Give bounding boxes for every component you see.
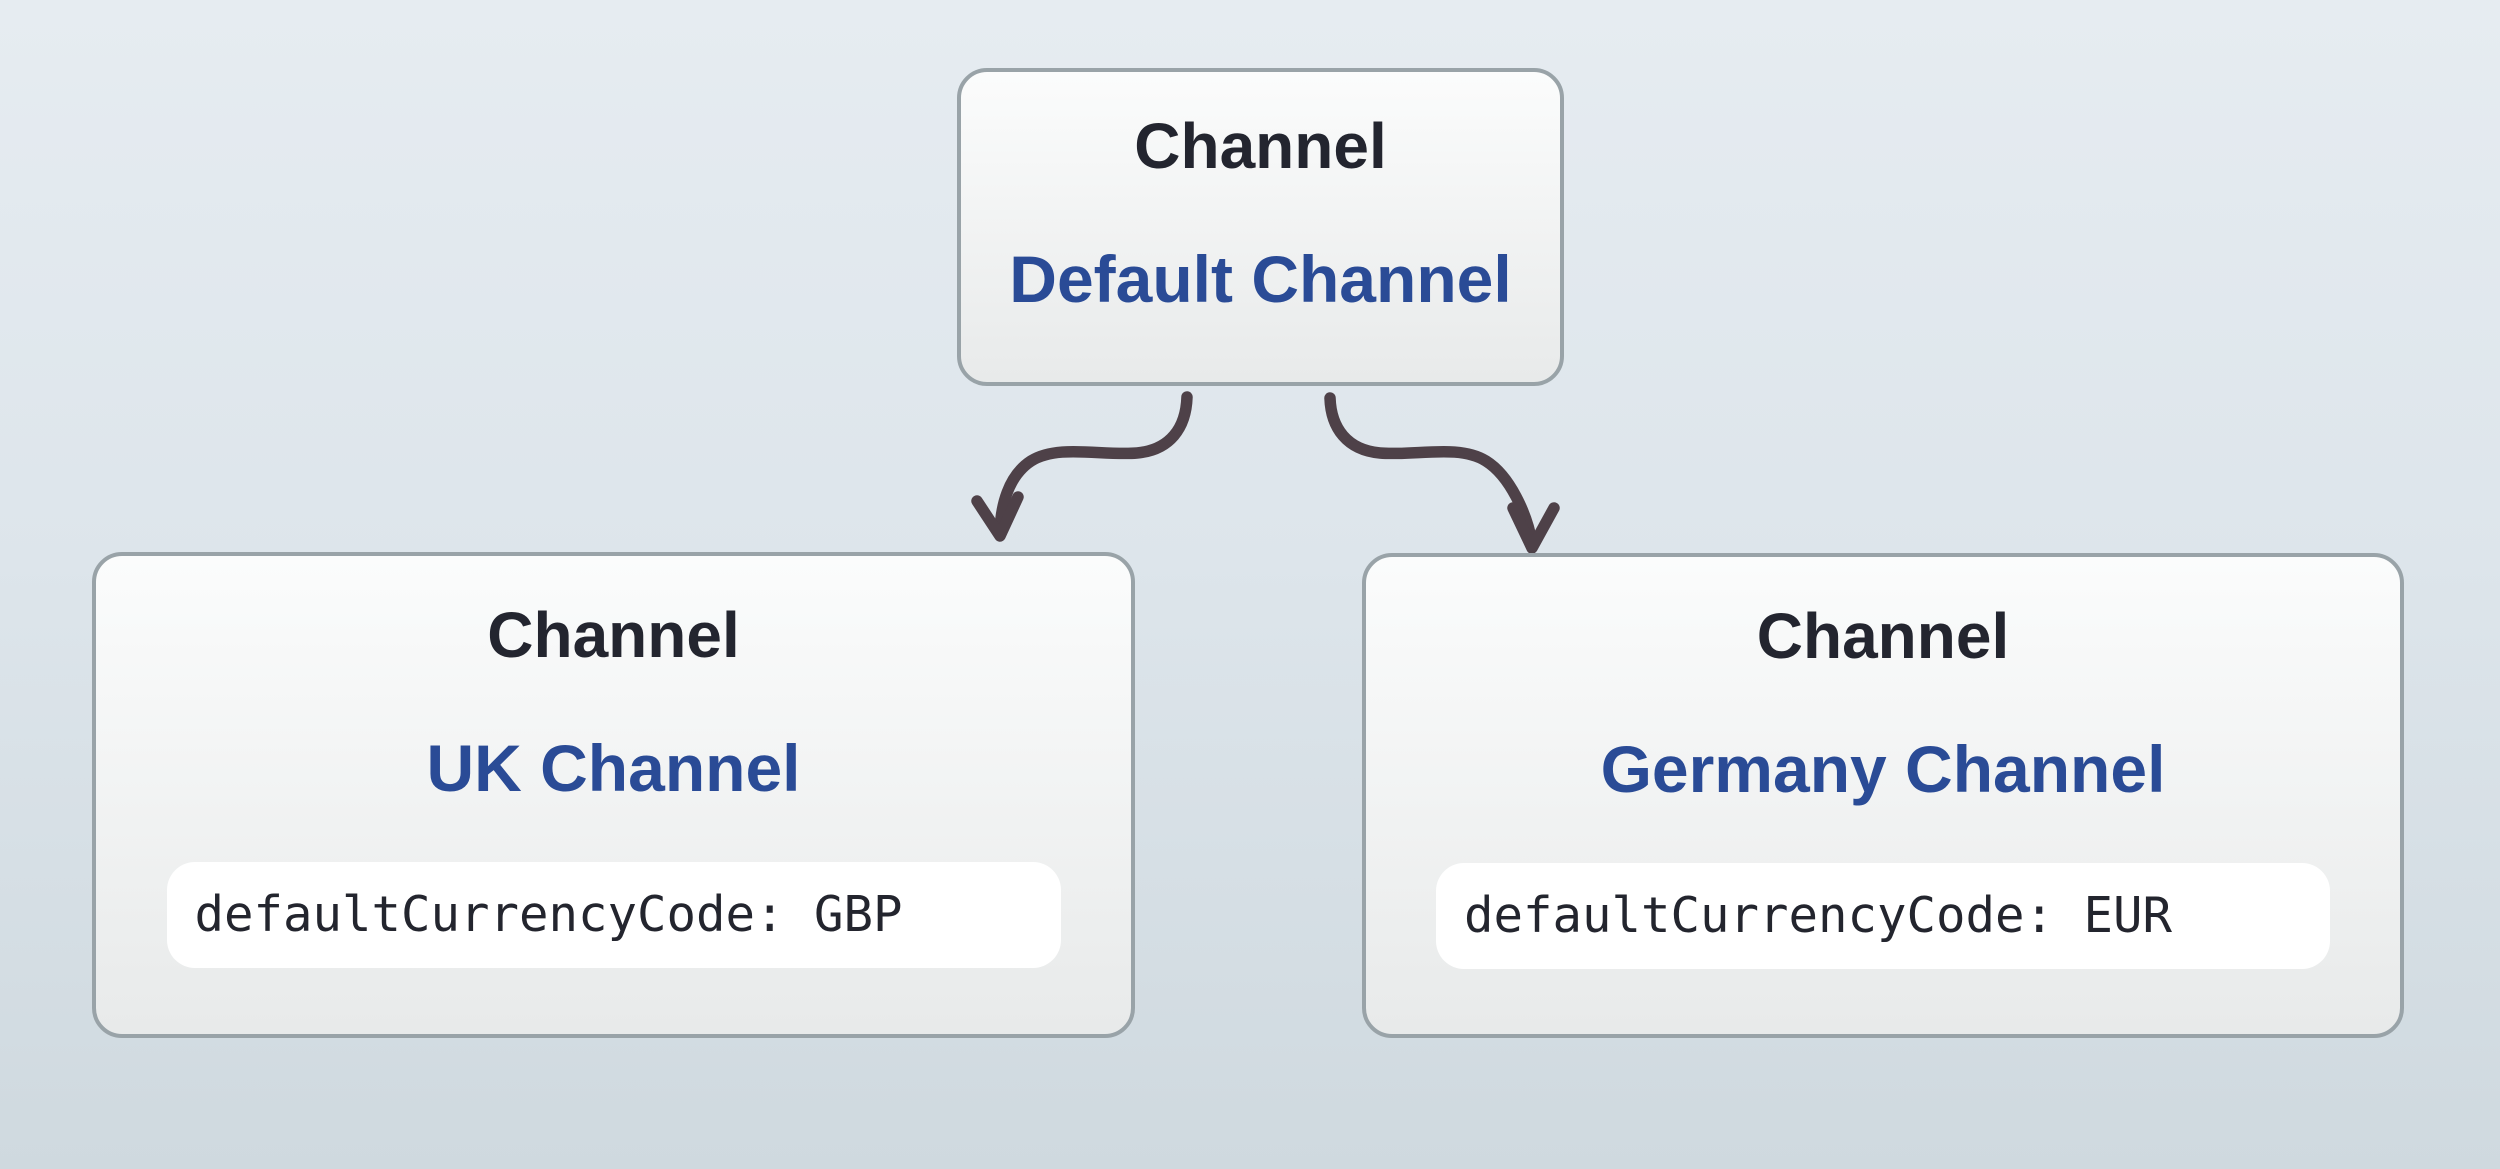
arrow-to-germany-channel-head-icon <box>1507 502 1560 554</box>
arrow-to-uk-channel-line <box>994 391 1193 537</box>
node-type-label: Channel <box>487 599 740 671</box>
node-germany-channel: Channel Germany Channel defaultCurrencyC… <box>1362 553 2404 1038</box>
arrow-to-germany-channel-line <box>1324 392 1538 549</box>
node-name-label: UK Channel <box>426 731 801 805</box>
arrow-to-uk-channel-head-icon <box>971 491 1024 542</box>
arrow-to-uk-channel <box>971 391 1193 542</box>
node-name-label: Default Channel <box>1009 242 1512 316</box>
attribute-pill: defaultCurrencyCode: EUR <box>1436 863 2330 969</box>
node-type-label: Channel <box>1756 600 2010 672</box>
node-uk-channel: Channel UK Channel defaultCurrencyCode: … <box>92 552 1135 1038</box>
node-name-label: Germany Channel <box>1600 732 2166 806</box>
arrow-to-germany-channel <box>1324 392 1560 554</box>
node-type-label: Channel <box>1134 110 1387 182</box>
node-default-channel: Channel Default Channel <box>957 68 1564 386</box>
attribute-pill: defaultCurrencyCode: GBP <box>166 862 1061 968</box>
